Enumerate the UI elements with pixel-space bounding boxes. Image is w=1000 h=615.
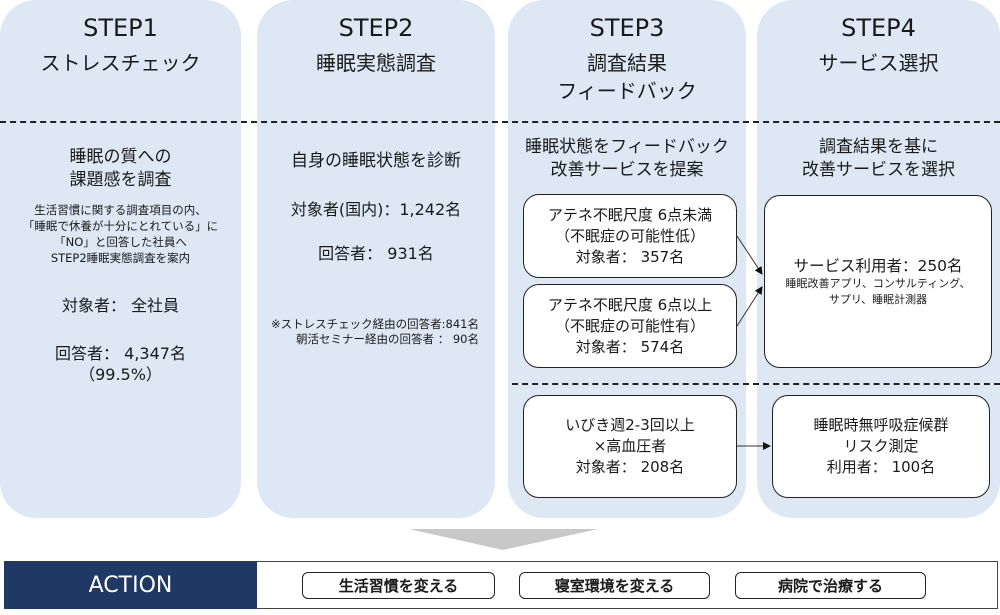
action-hospital[interactable]: 病院で治療する [735,572,926,599]
insomnia-high-box: アテネ不眠尺度 6点以上 （不眠症の可能性有） 対象者： 574名 [523,284,737,368]
service-users-box: サービス利用者：250名 睡眠改善アプリ、コンサルティング、 サプリ、睡眠計測器 [764,195,992,368]
box-line: 対象者： 574名 [575,337,685,356]
box-line: リスク測定 [843,437,919,455]
action-bedroom[interactable]: 寝室環境を変える [519,572,710,599]
arrow-high-to-service [736,286,763,327]
note-line: 「睡眠で休養が十分にとれている」に [22,219,219,233]
step2-title: 睡眠実態調査 [316,51,436,75]
insomnia-low-box: アテネ不眠尺度 6点未満 （不眠症の可能性低） 対象者： 357名 [523,194,737,278]
step4-label: STEP4 [841,14,916,42]
service-users-count: サービス利用者：250名 [793,256,963,275]
step1-respondents: 回答者： 4,347名 [55,344,186,363]
step1-label: STEP1 [83,14,158,42]
box-line: いびき週2-3回以上 [565,416,695,434]
box-line: 利用者： 100名 [826,458,936,476]
service-detail-line: 睡眠改善アプリ、コンサルティング、 [785,276,971,290]
box-line: 対象者： 357名 [575,247,685,266]
step4-desc-line: 調査結果を基に [819,137,938,157]
box-line: （不眠症の可能性有） [554,316,705,335]
section-divider [512,383,1000,385]
box-line: 対象者： 208名 [575,458,685,476]
step1-desc-line: 睡眠の質への [69,147,172,167]
step1-notes: 生活習慣に関する調査項目の内、 「睡眠で休養が十分にとれている」に 「NO」と回… [0,202,241,266]
step1-desc: 睡眠の質への 課題感を調査 [0,146,241,192]
step2-respondents: 回答者： 931名 [318,244,434,263]
step3-desc: 睡眠状態をフィードバック 改善サービスを提案 [508,136,746,182]
step4-desc-line: 改善サービスを選択 [802,160,955,180]
arrow-low-to-service [736,235,763,275]
step1-title: ストレスチェック [40,51,201,75]
step2-desc: 自身の睡眠状態を診断 [291,151,461,171]
box-line: 睡眠時無呼吸症候群 [813,416,949,434]
action-lifestyle[interactable]: 生活習慣を変える [302,572,495,599]
snoring-hypertension-box: いびき週2-3回以上 ×高血圧者 対象者： 208名 [523,395,737,498]
step1-rate: （99.5%） [79,365,162,384]
header-divider [0,121,1000,123]
step3-desc-line: 睡眠状態をフィードバック [525,137,729,157]
box-line: アテネ不眠尺度 6点未満 [547,205,713,224]
note-line: 「NO」と回答した社員へ [54,235,187,249]
step3-title-1: 調査結果 [587,51,667,75]
service-detail-line: サプリ、睡眠計測器 [828,292,928,306]
down-arrow-icon [409,529,598,550]
box-line: （不眠症の可能性低） [554,226,705,245]
step1-target: 対象者： 全社員 [61,296,180,315]
sleep-apnea-box: 睡眠時無呼吸症候群 リスク測定 利用者： 100名 [772,395,990,498]
step2-footnotes: ※ストレスチェック経由の回答者:841名 朝活セミナー経由の回答者 ： 90名 [257,317,479,347]
box-line: アテネ不眠尺度 6点以上 [547,295,713,314]
action-label: ACTION [4,561,257,609]
footnote-line: 朝活セミナー経由の回答者 ： 90名 [296,332,479,346]
step4-title: サービス選択 [818,51,939,75]
step1-desc-line: 課題感を調査 [69,170,172,190]
step2-panel: STEP2 睡眠実態調査 [257,0,495,518]
footnote-line: ※ストレスチェック経由の回答者:841名 [271,317,479,331]
step2-label: STEP2 [338,14,414,42]
step4-desc: 調査結果を基に 改善サービスを選択 [757,136,1000,182]
note-line: 生活習慣に関する調査項目の内、 [34,203,207,217]
note-line: STEP2睡眠実態調査を案内 [50,251,191,265]
step3-desc-line: 改善サービスを提案 [550,160,704,180]
step1-panel: STEP1 ストレスチェック [0,0,241,518]
step3-title-2: フィードバック [557,79,697,103]
box-line: ×高血圧者 [593,437,667,455]
step2-target: 対象者(国内)：1,242名 [290,200,462,219]
step3-label: STEP3 [589,14,665,42]
